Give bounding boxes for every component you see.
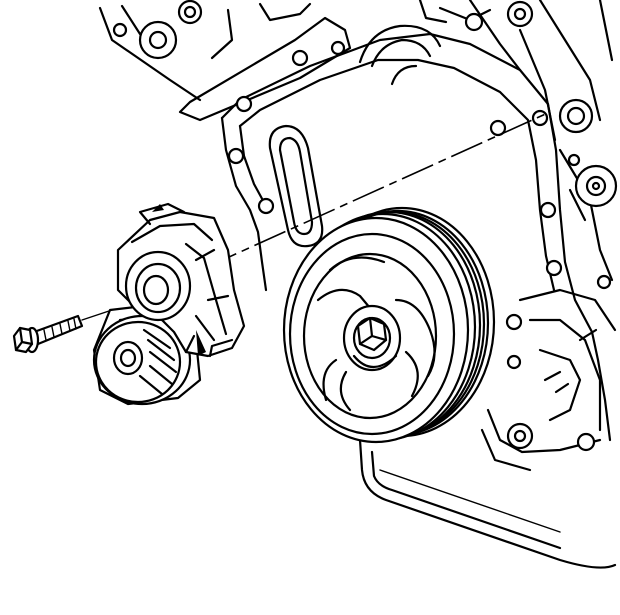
upper-small-boss (177, 0, 203, 25)
upper-idler-boss (138, 20, 178, 60)
engine-front-cover (220, 0, 618, 472)
lower-right-boss (506, 422, 534, 450)
right-upper-boss (558, 98, 594, 134)
upper-left-bracket (98, 0, 352, 122)
oil-pan (358, 438, 617, 569)
right-mid-boss (574, 164, 618, 208)
tensioner-bolt (12, 309, 113, 354)
crankshaft-balancer-pulley (282, 206, 496, 444)
cover-oval-slot (268, 124, 324, 248)
drive-belt-tensioner (92, 202, 246, 406)
